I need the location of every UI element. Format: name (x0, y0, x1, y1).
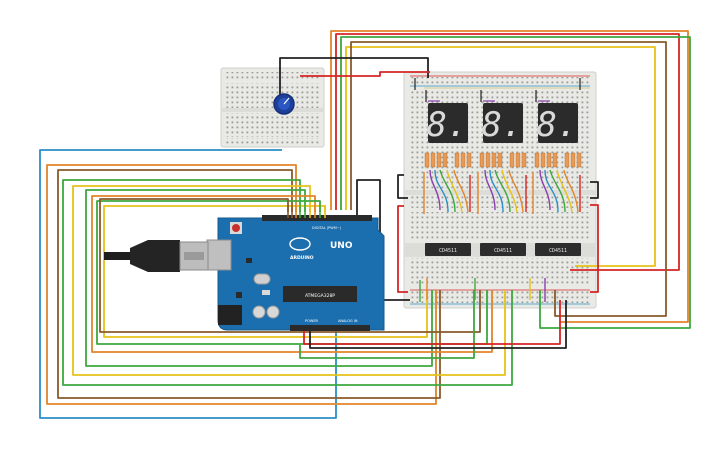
usb-cable (104, 240, 209, 272)
header-analog: ANALOG IN (338, 319, 358, 323)
wire-brown (350, 41, 667, 317)
chip-marking: ATMEGA328P (305, 293, 335, 299)
wire-yellow (345, 46, 656, 267)
wire-green-left2 (85, 189, 433, 367)
header-digital: DIGITAL (PWM~) (312, 226, 342, 230)
resistor-array (424, 152, 582, 168)
decoder-2: CD4511 (535, 243, 581, 256)
wire-black-arduino (356, 179, 410, 301)
decoder-1-label: CD4511 (494, 248, 512, 254)
wire-green-left3 (96, 200, 488, 345)
wire-green (340, 36, 691, 329)
wire-orange (330, 30, 689, 323)
wire-red-power (303, 300, 561, 345)
wire-orange-left2 (91, 195, 493, 353)
display-0: 8. (427, 103, 468, 145)
segment-wires (419, 169, 581, 302)
decoder-0-label: CD4511 (439, 248, 457, 254)
display-2-digits: 8. (537, 105, 578, 145)
small-breadboard[interactable] (220, 67, 325, 148)
wire-red-bridge-r (590, 204, 599, 293)
wire-brown-left (57, 169, 441, 399)
wire-green-bottom (299, 290, 475, 359)
display-jumpers (414, 78, 590, 102)
arduino-uno[interactable]: ATMEGA328P UNO ARDUINO DIGITAL (PWM~) PO… (206, 215, 385, 331)
decoder-2-label: CD4511 (549, 248, 567, 254)
display-1: 8. (482, 103, 523, 145)
board-model: UNO (330, 241, 353, 251)
potentiometer[interactable] (273, 93, 295, 115)
wire-bundle (39, 30, 691, 419)
display-0-digits: 8. (427, 105, 468, 145)
wire-black-top (279, 57, 429, 96)
wire-red-bridge (397, 205, 408, 293)
wire-red (335, 33, 680, 271)
wire-black-loop-left (397, 174, 408, 199)
wire-blue-left (39, 149, 337, 419)
decoder-1: CD4511 (480, 243, 526, 256)
decoder-0: CD4511 (425, 243, 471, 256)
wire-brown-left3 (99, 198, 481, 333)
board-brand: ARDUINO (290, 255, 314, 261)
wire-black-loop-right (590, 181, 599, 199)
wire-red-top (300, 71, 430, 77)
wire-black-power (309, 300, 567, 349)
header-power: POWER (305, 319, 319, 323)
display-2: 8. (537, 103, 578, 145)
arduino-header-stubs (287, 205, 326, 218)
wire-yellow-left (72, 185, 506, 376)
display-1-digits: 8. (482, 105, 523, 145)
